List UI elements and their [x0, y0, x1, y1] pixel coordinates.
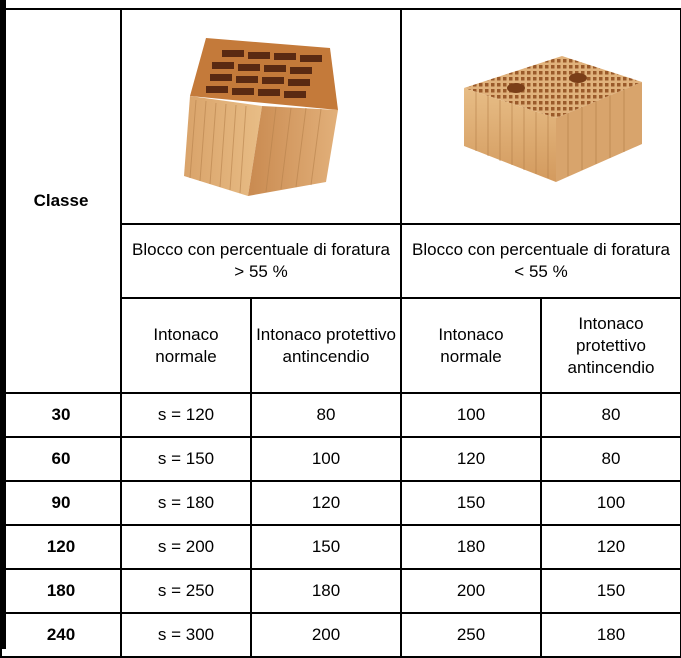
g1-protective-cell: 120	[250, 480, 402, 526]
g2-protective-header: Intonaco protettivo antincendio	[540, 297, 681, 394]
g1-normal-cell: s = 150	[120, 436, 252, 482]
g1-protective-cell: 200	[250, 612, 402, 658]
g1-normal-cell: s = 300	[120, 612, 252, 658]
block1-image-cell	[120, 8, 402, 225]
g2-protective-cell: 180	[540, 612, 681, 658]
g2-normal-header: Intonaco normale	[400, 297, 542, 394]
g2-normal-cell: 120	[400, 436, 542, 482]
g2-normal-cell: 200	[400, 568, 542, 614]
g2-protective-cell: 100	[540, 480, 681, 526]
g2-protective-cell: 80	[540, 436, 681, 482]
g1-normal-header: Intonaco normale	[120, 297, 252, 394]
g1-protective-header: Intonaco protettivo antincendio	[250, 297, 402, 394]
classe-cell: 240	[0, 612, 122, 658]
g2-normal-cell: 150	[400, 480, 542, 526]
fire-class-table: Classe	[0, 8, 681, 658]
g1-protective-cell: 150	[250, 524, 402, 570]
g2-normal-cell: 250	[400, 612, 542, 658]
g2-normal-cell: 180	[400, 524, 542, 570]
classe-cell: 180	[0, 568, 122, 614]
classe-cell: 120	[0, 524, 122, 570]
g1-protective-cell: 180	[250, 568, 402, 614]
g1-protective-cell: 80	[250, 392, 402, 438]
g1-protective-cell: 100	[250, 436, 402, 482]
g2-protective-cell: 80	[540, 392, 681, 438]
g2-normal-cell: 100	[400, 392, 542, 438]
block2-image-cell	[400, 8, 681, 225]
group1-header: Blocco con percentuale di foratura > 55 …	[120, 223, 402, 299]
g1-normal-cell: s = 200	[120, 524, 252, 570]
hollow-clay-brick-icon	[184, 38, 338, 196]
g1-normal-cell: s = 250	[120, 568, 252, 614]
classe-cell: 60	[0, 436, 122, 482]
g1-normal-cell: s = 120	[120, 392, 252, 438]
g2-protective-cell: 150	[540, 568, 681, 614]
perforated-clay-block-icon	[464, 56, 642, 182]
g1-normal-cell: s = 180	[120, 480, 252, 526]
classe-header: Classe	[0, 8, 122, 394]
group2-header: Blocco con percentuale di foratura < 55 …	[400, 223, 681, 299]
classe-cell: 90	[0, 480, 122, 526]
g2-protective-cell: 120	[540, 524, 681, 570]
classe-cell: 30	[0, 392, 122, 438]
